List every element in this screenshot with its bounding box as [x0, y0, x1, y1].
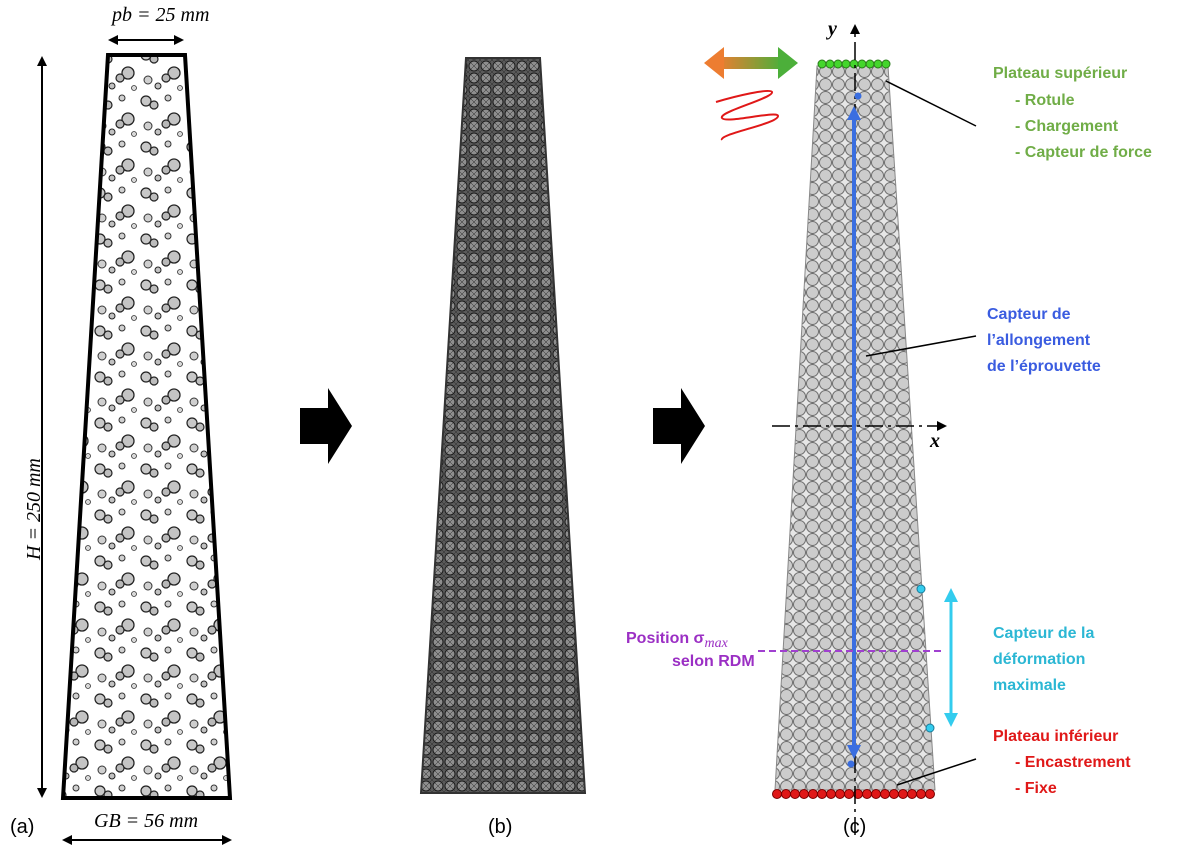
specimen-a-shape	[60, 53, 233, 800]
caption-c: (c)	[843, 816, 867, 838]
caption-b: (b)	[488, 816, 513, 838]
panel-c	[704, 24, 977, 835]
elongation-label-1: Capteur de	[987, 306, 1071, 323]
elongation-label-2: l’allongement	[987, 332, 1091, 349]
top-plateau-item-3: - Capteur de force	[1015, 144, 1152, 161]
bottom-plateau-item-2: - Fixe	[1015, 780, 1057, 797]
deformation-label-3: maximale	[993, 677, 1066, 694]
elongation-sensor-top-node	[854, 92, 862, 100]
bottom-plateau-discs	[772, 789, 935, 799]
x-axis-label: x	[930, 430, 940, 452]
bottom-width-label: GB = 56 mm	[94, 810, 199, 832]
elongation-label-3: de l’éprouvette	[987, 358, 1101, 375]
leader-bottom-plateau	[896, 758, 977, 786]
panel-a	[37, 35, 233, 845]
cyclic-load-wave	[715, 90, 780, 141]
panel-b	[419, 57, 587, 794]
bottom-plateau-item-1: - Encastrement	[1015, 754, 1131, 771]
sigma-position-label: Position σmax	[626, 630, 728, 652]
top-plateau-discs	[817, 59, 891, 69]
top-plateau-item-1: - Rotule	[1015, 92, 1075, 109]
load-direction-arrow	[704, 47, 798, 79]
top-plateau-item-2: - Chargement	[1015, 118, 1119, 135]
y-axis-label: y	[828, 18, 837, 40]
elongation-sensor-bottom-node	[847, 760, 855, 768]
deformation-sensor-top-node	[916, 584, 926, 594]
process-arrow-2	[653, 388, 705, 464]
leader-top-plateau	[885, 80, 977, 127]
process-arrow-1	[300, 388, 352, 464]
bottom-plateau-title: Plateau inférieur	[993, 728, 1119, 745]
leader-elongation	[865, 335, 977, 357]
specimen-b-mesh	[419, 57, 587, 794]
sigma-position-label-2: selon RDM	[672, 653, 755, 670]
caption-a: (a)	[10, 816, 35, 838]
deformation-label-1: Capteur de la	[993, 625, 1095, 642]
top-plateau-title: Plateau supérieur	[993, 65, 1128, 82]
deformation-label-2: déformation	[993, 651, 1086, 668]
deformation-sensor-bottom-node	[925, 723, 935, 733]
top-width-label: pb = 25 mm	[112, 4, 210, 26]
height-label: H = 250 mm	[23, 458, 45, 560]
